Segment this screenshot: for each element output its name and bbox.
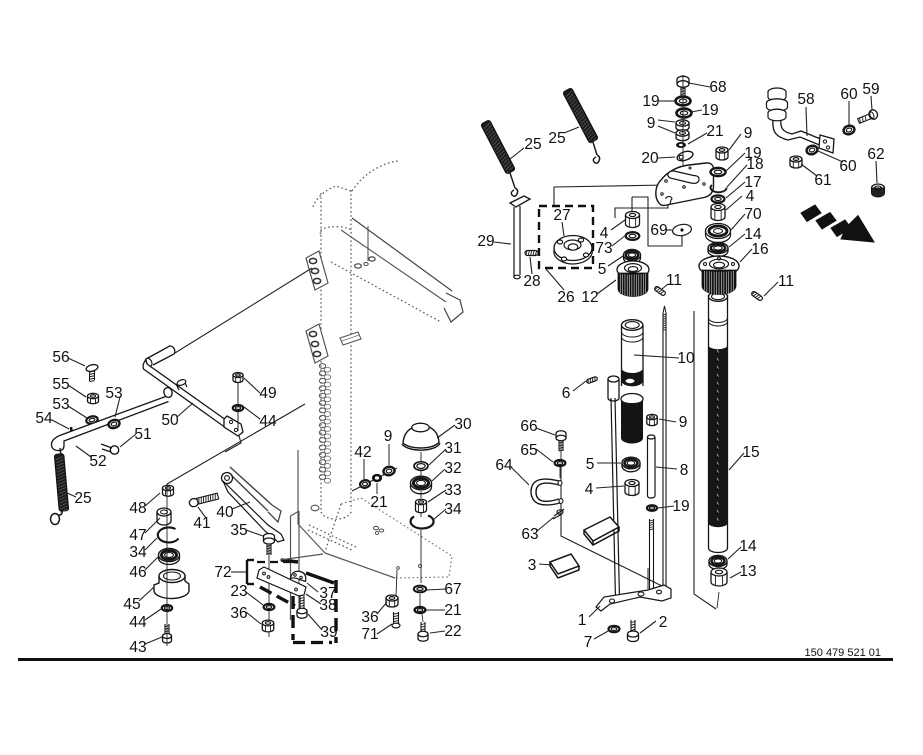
svg-text:44: 44 [129,614,147,631]
svg-text:7: 7 [584,634,593,651]
svg-text:8: 8 [680,462,689,479]
svg-text:63: 63 [521,526,538,543]
svg-text:60: 60 [840,86,858,103]
svg-text:9: 9 [384,428,393,445]
svg-text:21: 21 [444,602,461,619]
svg-text:70: 70 [744,206,762,223]
svg-text:61: 61 [814,172,831,189]
svg-text:27: 27 [553,207,570,224]
svg-text:150 479 521 01: 150 479 521 01 [805,647,881,659]
svg-text:47: 47 [129,527,146,544]
svg-text:36: 36 [361,609,378,626]
svg-text:19: 19 [672,498,689,515]
svg-text:9: 9 [744,125,753,142]
svg-text:4: 4 [746,188,755,205]
svg-text:46: 46 [129,564,146,581]
svg-text:48: 48 [129,500,146,517]
svg-text:30: 30 [454,416,472,433]
svg-text:65: 65 [520,442,537,459]
svg-text:35: 35 [230,522,247,539]
svg-text:53: 53 [105,385,122,402]
svg-text:37: 37 [319,585,336,602]
svg-text:2: 2 [659,614,668,631]
svg-text:10: 10 [677,350,695,367]
svg-text:55: 55 [52,376,69,393]
svg-text:33: 33 [444,482,461,499]
svg-text:11: 11 [666,272,682,289]
svg-text:32: 32 [444,460,461,477]
svg-text:36: 36 [230,605,247,622]
svg-text:60: 60 [839,158,857,175]
svg-text:21: 21 [706,123,723,140]
svg-text:58: 58 [797,91,814,108]
svg-text:50: 50 [161,412,179,429]
svg-text:23: 23 [230,583,247,600]
svg-text:38: 38 [319,597,336,614]
svg-text:25: 25 [524,136,541,153]
svg-text:64: 64 [495,457,513,474]
svg-text:9: 9 [647,115,656,132]
svg-text:20: 20 [641,150,659,167]
svg-text:66: 66 [520,418,537,435]
svg-text:51: 51 [134,426,151,443]
svg-text:39: 39 [320,624,337,641]
svg-text:52: 52 [89,453,106,470]
svg-text:4: 4 [600,225,609,242]
svg-text:9: 9 [679,414,688,431]
svg-text:31: 31 [444,440,461,457]
svg-text:5: 5 [598,261,607,278]
svg-text:41: 41 [193,515,210,532]
svg-text:13: 13 [739,563,756,580]
svg-text:34: 34 [129,544,147,561]
svg-text:6: 6 [562,385,571,402]
svg-text:71: 71 [361,626,378,643]
svg-text:56: 56 [52,349,69,366]
svg-text:17: 17 [744,174,761,191]
svg-text:14: 14 [744,226,762,243]
svg-text:12: 12 [581,289,598,306]
svg-text:72: 72 [214,564,231,581]
svg-text:21: 21 [370,494,387,511]
svg-text:34: 34 [444,501,462,518]
svg-text:29: 29 [477,233,494,250]
svg-text:15: 15 [742,444,759,461]
svg-text:45: 45 [123,596,140,613]
svg-text:26: 26 [557,289,574,306]
svg-text:54: 54 [35,410,53,427]
svg-text:25: 25 [548,130,565,147]
svg-text:16: 16 [751,241,768,258]
svg-text:25: 25 [74,490,91,507]
svg-text:40: 40 [216,504,234,521]
svg-text:49: 49 [259,385,276,402]
svg-text:53: 53 [52,396,69,413]
svg-text:69: 69 [650,222,667,239]
svg-text:62: 62 [867,146,884,163]
svg-text:28: 28 [523,273,540,290]
svg-text:68: 68 [709,79,726,96]
svg-text:3: 3 [528,557,537,574]
svg-text:19: 19 [642,93,659,110]
svg-text:1: 1 [578,612,587,629]
svg-text:43: 43 [129,639,146,656]
svg-text:19: 19 [744,145,761,162]
svg-text:14: 14 [739,538,757,555]
svg-text:42: 42 [354,444,371,461]
svg-text:67: 67 [444,581,461,598]
svg-text:19: 19 [701,102,718,119]
svg-text:73: 73 [595,240,612,257]
svg-text:18: 18 [746,156,763,173]
svg-text:22: 22 [444,623,461,640]
svg-text:59: 59 [862,81,879,98]
svg-text:4: 4 [585,481,594,498]
svg-text:11: 11 [778,273,794,290]
svg-text:5: 5 [586,456,595,473]
svg-text:44: 44 [259,413,277,430]
